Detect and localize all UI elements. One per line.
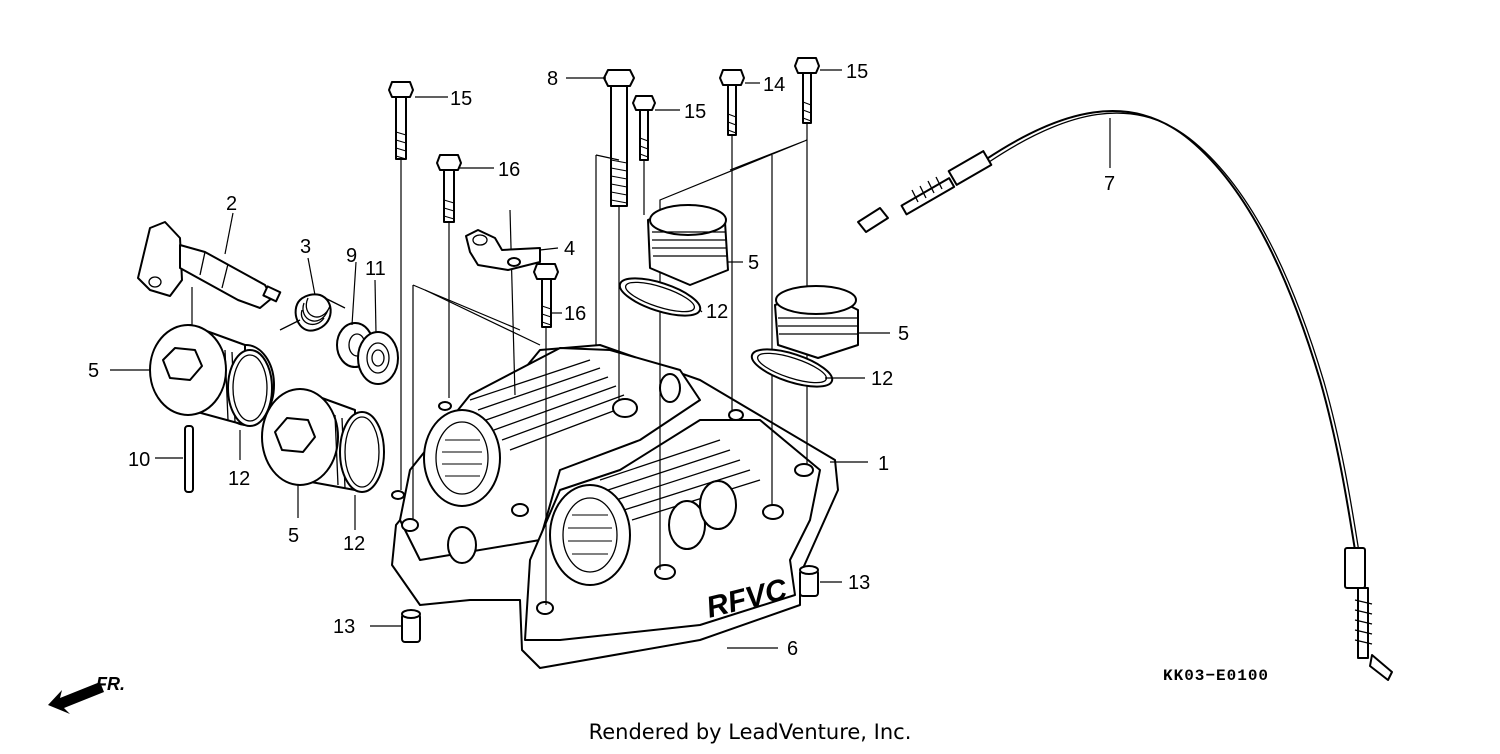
o-ring-12-right-lower (750, 348, 834, 388)
callout-10: 10 (128, 449, 150, 471)
callout-6: 6 (787, 638, 798, 660)
front-arrow-icon: FR. (48, 674, 125, 714)
cylinder-head-cover: RFVC (391, 344, 839, 669)
shaft-2 (137, 221, 282, 309)
bolt-16-upper (436, 154, 462, 398)
callout-12: 12 (871, 368, 893, 390)
callout-2: 2 (226, 193, 237, 215)
cap-5-right-lower (774, 285, 859, 359)
o-ring-12-left-top (227, 349, 273, 427)
bolt-8 (603, 69, 635, 400)
oil-seal-11 (357, 331, 399, 385)
front-marker-label: FR. (96, 674, 125, 694)
spring-3 (279, 293, 346, 332)
callout-13: 13 (333, 616, 355, 638)
callout-5: 5 (288, 525, 299, 547)
bracket-4 (465, 229, 541, 271)
pin-10 (184, 425, 194, 493)
callout-5: 5 (88, 360, 99, 382)
callout-labels: 8 15 14 15 15 16 16 2 3 9 11 4 5 5 5 5 1… (88, 61, 1115, 660)
callout-15: 15 (846, 61, 868, 83)
callout-16: 16 (564, 303, 586, 325)
callout-16: 16 (498, 159, 520, 181)
dowel-13-left (401, 609, 421, 643)
callout-8: 8 (547, 68, 558, 90)
o-ring-12-left-bottom (339, 411, 385, 493)
callout-13: 13 (848, 572, 870, 594)
o-ring-12-right-upper (618, 277, 702, 317)
bolt-15-left (388, 81, 414, 490)
callout-11: 11 (365, 258, 386, 280)
callout-7: 7 (1104, 173, 1115, 195)
callout-15: 15 (450, 88, 472, 110)
cap-5-right-upper (647, 204, 729, 286)
callout-14: 14 (763, 74, 785, 96)
bolt-15-mid (632, 95, 656, 215)
callout-12: 12 (706, 301, 728, 323)
callout-5: 5 (748, 252, 759, 274)
callout-9: 9 (346, 245, 357, 267)
callout-12: 12 (228, 468, 250, 490)
cap-5-left-bottom (261, 388, 356, 491)
bolt-16-lower (533, 263, 559, 605)
bolt-14 (719, 69, 745, 410)
diagram-code: KK03−E0100 (1163, 667, 1269, 685)
callout-15: 15 (684, 101, 706, 123)
cable-7 (857, 110, 1393, 681)
bolt-15-right (794, 57, 820, 465)
callout-1: 1 (878, 453, 889, 475)
dowel-13-right (799, 565, 819, 597)
callout-5: 5 (898, 323, 909, 345)
callout-12: 12 (343, 533, 365, 555)
callout-3: 3 (300, 236, 311, 258)
footer-credit: Rendered by LeadVenture, Inc. (589, 720, 912, 744)
callout-4: 4 (564, 238, 575, 260)
